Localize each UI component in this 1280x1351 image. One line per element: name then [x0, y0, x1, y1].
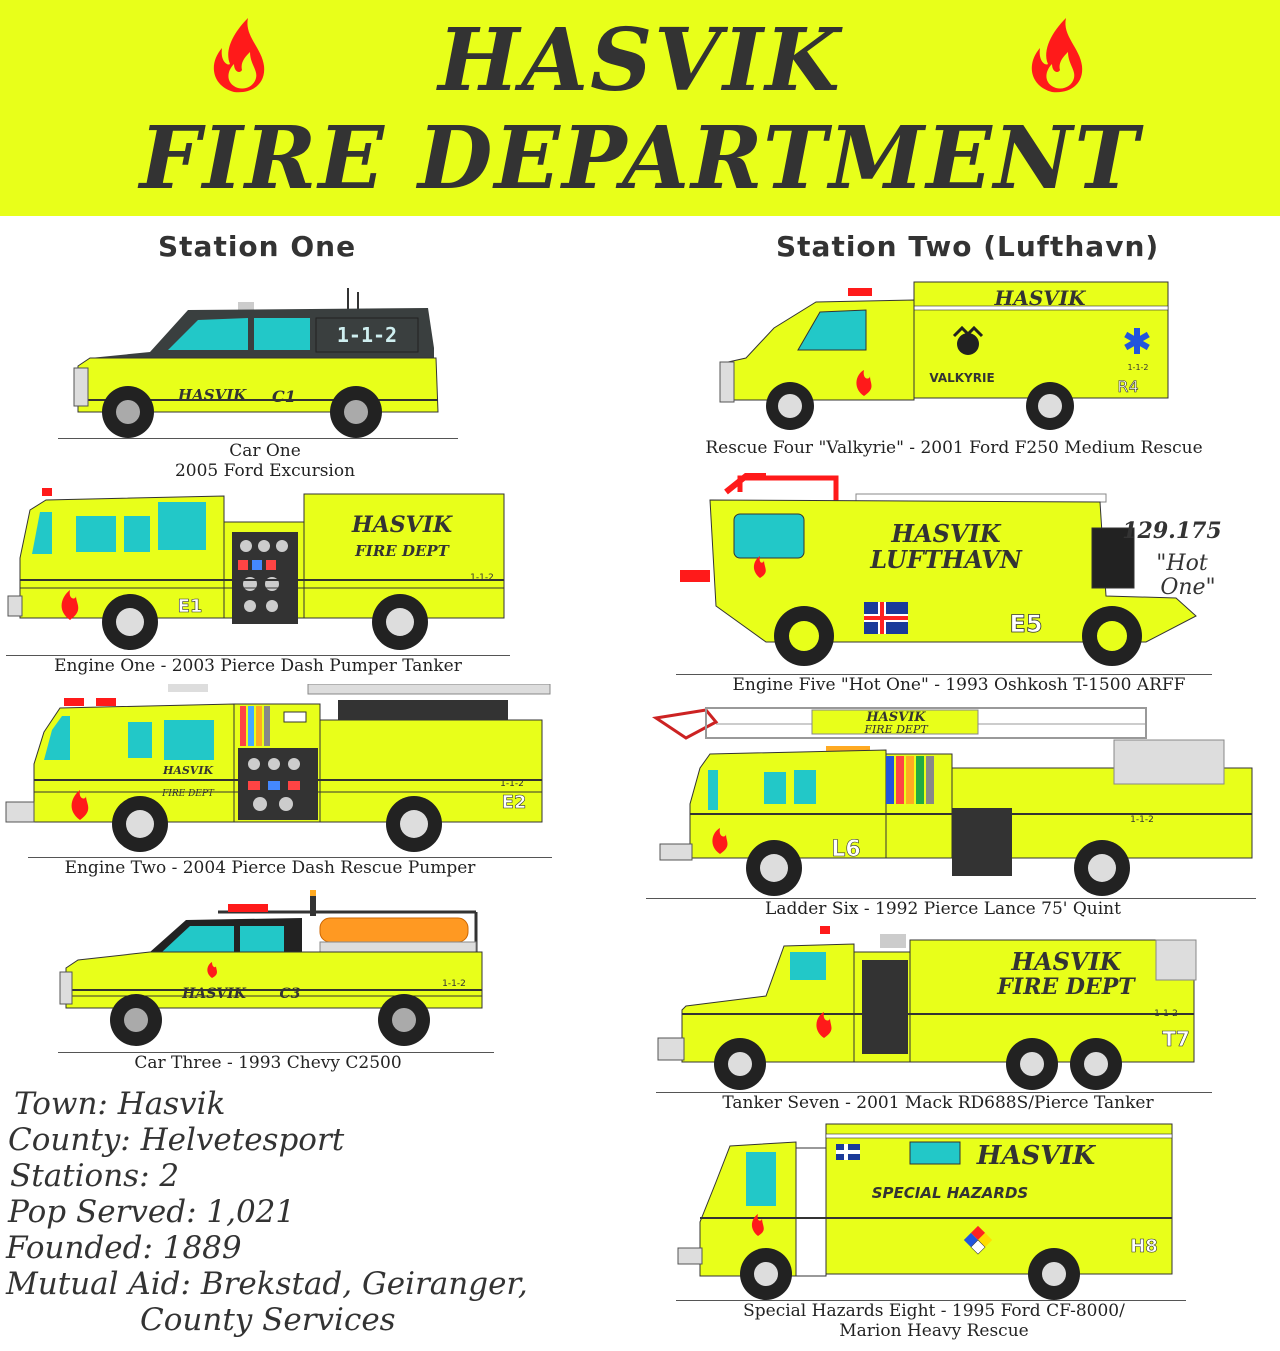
- ladder-six-caption: Ladder Six - 1992 Pierce Lance 75' Quint: [765, 899, 1121, 919]
- flame-icon: [61, 590, 79, 620]
- car-one-caption: Car One 2005 Ford Excursion: [58, 441, 472, 481]
- engine-five-vehicle: HASVIK LUFTHAVN 129.175 "Hot One" E5: [680, 473, 1222, 666]
- ground-line: [6, 655, 510, 656]
- ladder-six-vehicle: HASVIK FIRE DEPT 1-1-2 L6: [651, 707, 1253, 896]
- ground-line: [646, 898, 1256, 899]
- flame-icon: [856, 370, 872, 396]
- engine-five-caption: Engine Five "Hot One" - 1993 Oshkosh T-1…: [732, 675, 1186, 695]
- engine-one-side-label2: FIRE DEPT: [354, 542, 451, 560]
- ladder-six-side-label2: FIRE DEPT: [863, 723, 929, 736]
- rescue-four-vehicle: HASVIK VALKYRIE 1-1-2 R4: [719, 281, 1169, 430]
- hazards-eight-side-label2: SPECIAL HAZARDS: [872, 1184, 1028, 1202]
- info-mutual-aid: Mutual Aid: Brekstad, Geiranger,: [6, 1266, 528, 1302]
- station-one-heading: Station One: [158, 230, 357, 263]
- engine-one-side-label: HASVIK: [351, 512, 453, 538]
- rescue-four-unit: R4: [1117, 377, 1138, 396]
- car-one-vehicle: 1-1-2 HASVIK C1: [73, 288, 439, 438]
- hazards-eight-unit: H8: [1130, 1236, 1158, 1257]
- info-population: Pop Served: 1,021: [8, 1194, 296, 1230]
- rescue-four-number: 1-1-2: [1127, 363, 1148, 372]
- tanker-seven-unit: T7: [1162, 1027, 1190, 1051]
- engine-two-vehicle: HASVIK FIRE DEPT 1-1-2 E2: [5, 684, 551, 852]
- tanker-seven-side-label: HASVIK: [1010, 947, 1121, 976]
- page-title-line1: HASVIK: [438, 10, 842, 111]
- engine-one-vehicle: HASVIK FIRE DEPT 1-1-2 E1: [7, 488, 505, 650]
- engine-two-unit: E2: [502, 792, 527, 813]
- car-three-vehicle: HASVIK C3 1-1-2: [59, 890, 483, 1046]
- engine-five-frequency: 129.175: [1122, 518, 1222, 544]
- engine-two-caption: Engine Two - 2004 Pierce Dash Rescue Pum…: [64, 858, 476, 878]
- flame-icon: [753, 556, 766, 578]
- tanker-seven-caption: Tanker Seven - 2001 Mack RD688S/Pierce T…: [722, 1093, 1154, 1113]
- caption-line: Special Hazards Eight - 1995 Ford CF-800…: [743, 1301, 1125, 1321]
- ground-line: [676, 1300, 1186, 1301]
- car-three-unit: C3: [280, 986, 301, 1002]
- flame-icon: [1031, 18, 1083, 93]
- info-town: Town: Hasvik: [14, 1086, 226, 1122]
- page-title-line2: FIRE DEPARTMENT: [139, 108, 1141, 209]
- ground-line: [58, 438, 458, 439]
- info-mutual-aid-cont: County Services: [140, 1302, 396, 1338]
- tanker-seven-vehicle: HASVIK FIRE DEPT 1-1-2 T7: [657, 926, 1197, 1090]
- ladder-six-unit: L6: [831, 837, 860, 862]
- engine-two-number: 1-1-2: [500, 779, 524, 789]
- engine-five-side-label: HASVIK: [890, 519, 1001, 548]
- engine-five-nickname: "Hot: [1156, 551, 1208, 576]
- info-founded: Founded: 1889: [6, 1230, 242, 1266]
- flame-icon: [213, 18, 265, 93]
- hazards-eight-vehicle: HASVIK SPECIAL HAZARDS H8: [677, 1123, 1173, 1300]
- flame-icon: [207, 962, 217, 978]
- caption-line: Car One: [229, 441, 301, 461]
- engine-two-side-label2: FIRE DEPT: [161, 789, 215, 799]
- engine-one-caption: Engine One - 2003 Pierce Dash Pumper Tan…: [54, 656, 462, 676]
- station-two-heading: Station Two (Lufthavn): [776, 230, 1160, 263]
- engine-five-unit: E5: [1009, 610, 1042, 638]
- department-info: Town: Hasvik County: Helvetesport Statio…: [6, 1086, 528, 1338]
- engine-five-nickname2: One": [1160, 575, 1215, 600]
- flag-icon: [836, 1144, 860, 1160]
- star-of-life-icon: [1124, 328, 1150, 354]
- tanker-seven-number: 1-1-2: [1154, 1009, 1178, 1019]
- ladder-six-number: 1-1-2: [1130, 815, 1154, 825]
- car-three-caption: Car Three - 1993 Chevy C2500: [134, 1053, 402, 1073]
- flame-icon: [712, 828, 728, 854]
- caption-line: Marion Heavy Rescue: [839, 1321, 1029, 1341]
- ground-line: [656, 1092, 1212, 1093]
- caption-line: 2005 Ford Excursion: [174, 461, 356, 481]
- info-stations: Stations: 2: [10, 1158, 180, 1194]
- rescue-four-name: VALKYRIE: [929, 371, 994, 385]
- ground-line: [676, 674, 1212, 675]
- flag-icon: [864, 602, 908, 634]
- engine-one-unit: E1: [178, 596, 203, 617]
- rescue-four-caption: Rescue Four "Valkyrie" - 2001 Ford F250 …: [705, 438, 1203, 458]
- tanker-seven-side-label2: FIRE DEPT: [996, 974, 1136, 1000]
- engine-two-side-label: HASVIK: [162, 764, 214, 777]
- rescue-four-side-label: HASVIK: [993, 286, 1087, 310]
- info-county: County: Helvetesport: [8, 1122, 345, 1158]
- hazards-eight-side-label: HASVIK: [976, 1141, 1097, 1171]
- car-one-door-label: HASVIK: [177, 386, 247, 404]
- flame-icon: [751, 1214, 764, 1236]
- ground-line: [28, 857, 552, 858]
- car-three-door-label: HASVIK: [181, 986, 247, 1002]
- flame-icon: [71, 790, 89, 820]
- car-one-unit: C1: [272, 387, 296, 406]
- hazards-eight-caption: Special Hazards Eight - 1995 Ford CF-800…: [676, 1301, 1192, 1341]
- car-three-number: 1-1-2: [442, 979, 466, 989]
- engine-one-number: 1-1-2: [470, 573, 494, 583]
- valkyrie-emblem-icon: [957, 333, 979, 355]
- flame-icon: [816, 1012, 832, 1038]
- ladder-six-side-label: HASVIK: [865, 710, 926, 725]
- engine-five-side-label2: LUFTHAVN: [869, 545, 1023, 574]
- ground-line: [58, 1052, 494, 1053]
- car-one-roof-number: 1-1-2: [337, 323, 397, 347]
